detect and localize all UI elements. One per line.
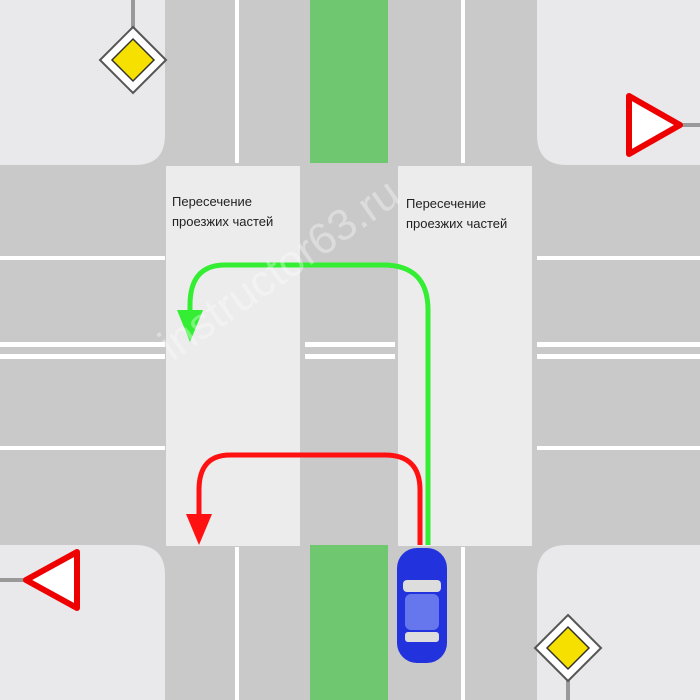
median-top (310, 0, 388, 163)
corner-top-right (537, 0, 700, 165)
correct-path-arrowhead (177, 310, 203, 342)
label-line: проезжих частей (172, 214, 274, 229)
correct-path-arrow (187, 262, 431, 545)
wrong-path-arrow (196, 452, 423, 545)
corner-bottom-left (0, 545, 165, 700)
main-road-sign (533, 613, 603, 700)
main-road-sign (98, 0, 168, 95)
label-line: проезжих частей (406, 216, 508, 231)
label-line: Пересечение (406, 196, 487, 211)
label-line: Пересечение (172, 194, 253, 209)
car (397, 548, 447, 663)
intersection-label-right: Пересечение проезжих частей (406, 194, 507, 234)
wrong-path-arrowhead (186, 514, 212, 545)
yield-sign (626, 93, 700, 157)
yield-sign (0, 549, 80, 611)
intersection-label-left: Пересечение проезжих частей (172, 192, 273, 232)
intersection-zone-left (166, 166, 300, 546)
median-bottom (310, 545, 388, 700)
